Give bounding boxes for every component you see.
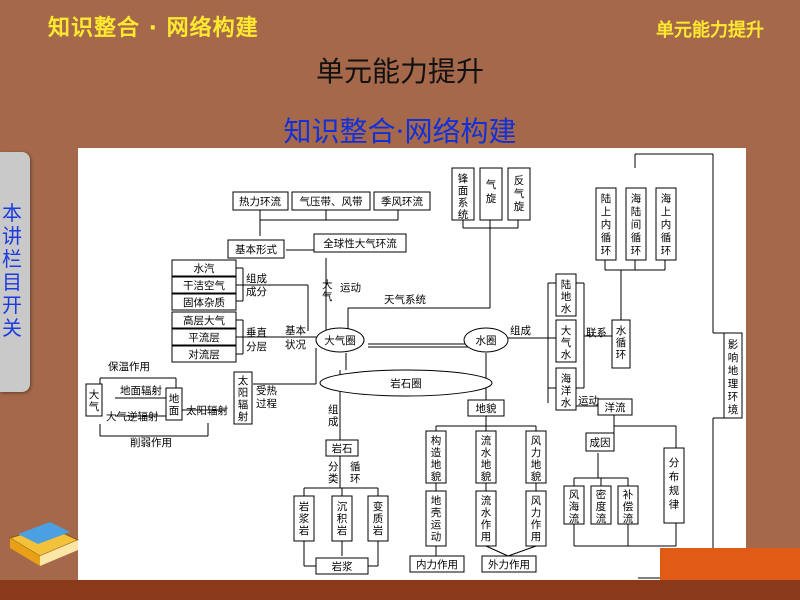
node-qixuan: 气旋 bbox=[486, 178, 497, 205]
node-fenglizy: 风力作用 bbox=[531, 495, 542, 543]
label-chuizhi: 垂直分层 bbox=[246, 326, 267, 353]
label-zucheng: 组成成分 bbox=[246, 272, 267, 298]
node-gouzao: 构造地貌 bbox=[431, 434, 442, 483]
node-shuiqi: 水汽 bbox=[194, 262, 215, 275]
label-jiben-zk: 基本状况 bbox=[285, 324, 306, 351]
node-fengli: 风力地貌 bbox=[531, 435, 542, 483]
node-fanqixuan: 反气旋 bbox=[514, 175, 525, 213]
decor-bottom-strip bbox=[0, 580, 800, 600]
label-xunhuan: 循环 bbox=[350, 460, 361, 485]
node-yanjiang: 岩浆岩 bbox=[299, 500, 310, 537]
node-bianzhi: 变质岩 bbox=[373, 500, 384, 537]
label-dimianfu: 地面辐射 bbox=[120, 384, 162, 397]
node-taiyangfushe: 太阳辐射 bbox=[238, 374, 249, 423]
label-yundong: 运动 bbox=[340, 282, 361, 294]
node-yanshiquan[interactable]: 岩石圈 bbox=[390, 377, 422, 390]
node-quanqiu: 全球性大气环流 bbox=[323, 237, 397, 250]
node-dimao: 地貌 bbox=[476, 402, 497, 415]
node-shuiquan[interactable]: 水圈 bbox=[476, 335, 497, 347]
book-icon bbox=[8, 522, 80, 566]
node-shuixunhuan: 水循环 bbox=[616, 325, 627, 361]
node-ludishui: 陆地水 bbox=[561, 278, 572, 315]
node-fengmian: 锋面系统 bbox=[458, 172, 469, 221]
node-ganjie: 干洁空气 bbox=[183, 279, 225, 292]
node-chenji: 沉积岩 bbox=[337, 500, 348, 537]
node-buchang: 补偿流 bbox=[623, 488, 634, 525]
node-gaoceng: 高层大气 bbox=[183, 314, 225, 327]
label-shoure: 受热过程 bbox=[256, 384, 277, 410]
node-jifeng: 季风环流 bbox=[381, 195, 423, 208]
diagram-svg: 热力环流 气压带、风带 季风环流 基本形式 全球性大气环流 锋面系统 气旋 反气… bbox=[85, 153, 743, 579]
label-yundong2: 运动 bbox=[578, 395, 599, 407]
node-lushang: 陆上内循环 bbox=[601, 192, 612, 257]
node-reliu: 热力环流 bbox=[239, 195, 281, 208]
node-pingliu: 平流层 bbox=[188, 331, 220, 344]
node-haishang: 海上内循环 bbox=[661, 192, 672, 257]
section-toggle-label: 本讲栏目开关 bbox=[2, 201, 22, 340]
node-yangliu: 洋流 bbox=[605, 401, 626, 414]
label-taiyangfu: 太阳辐射 bbox=[186, 404, 228, 417]
node-jiben: 基本形式 bbox=[235, 243, 277, 256]
node-guti: 固体杂质 bbox=[183, 297, 225, 309]
label-zucheng3: 组成 bbox=[328, 403, 339, 428]
label-fenlei: 分类 bbox=[328, 461, 339, 485]
node-fenbu: 分布规律 bbox=[669, 457, 680, 511]
node-yanjiang2: 岩浆 bbox=[332, 560, 353, 573]
page-title: 单元能力提升 bbox=[315, 55, 484, 88]
section-toggle-tab[interactable]: 本讲栏目开关 bbox=[0, 152, 30, 392]
page-subtitle: 知识整合·网络构建 bbox=[283, 115, 517, 148]
node-neili: 内力作用 bbox=[416, 558, 458, 571]
label-zucheng2: 组成 bbox=[510, 324, 531, 337]
header-left-title: 知识整合 · 网络构建 bbox=[48, 16, 259, 41]
label-tianqi: 天气系统 bbox=[384, 293, 426, 306]
node-waili: 外力作用 bbox=[488, 558, 530, 571]
node-diqiao: 地壳运动 bbox=[431, 494, 442, 543]
node-daqishui: 大气水 bbox=[561, 324, 572, 361]
node-yanshi: 岩石 bbox=[332, 442, 353, 455]
label-lianxi: 联系 bbox=[586, 327, 607, 339]
node-liushuizy: 流水作用 bbox=[481, 494, 492, 543]
node-daqi: 大气 bbox=[89, 388, 100, 413]
node-fenghailiu: 风海流 bbox=[569, 489, 580, 525]
header-right-title: 单元能力提升 bbox=[656, 20, 764, 41]
node-yingxiang: 影响地理环境 bbox=[728, 338, 739, 416]
label-daqi-yd: 大气 bbox=[322, 278, 333, 303]
label-daqinifu: 大气逆辐射 bbox=[106, 410, 159, 423]
node-haiyangshui: 海洋水 bbox=[561, 372, 572, 409]
node-qiyadai: 气压带、风带 bbox=[300, 195, 363, 208]
node-duiliu: 对流层 bbox=[188, 348, 220, 361]
label-baowen: 保温作用 bbox=[108, 360, 150, 373]
node-midu: 密度流 bbox=[596, 488, 607, 525]
knowledge-network-diagram: 热力环流 气压带、风带 季风环流 基本形式 全球性大气环流 锋面系统 气旋 反气… bbox=[78, 148, 746, 580]
label-xueruo: 削弱作用 bbox=[130, 436, 172, 449]
node-hailu: 海陆间循环 bbox=[631, 192, 642, 257]
node-daqiquan[interactable]: 大气圈 bbox=[324, 334, 356, 347]
node-dimian: 地面 bbox=[169, 392, 180, 417]
node-liushui: 流水地貌 bbox=[481, 434, 492, 483]
node-chengyin: 成因 bbox=[590, 437, 611, 449]
